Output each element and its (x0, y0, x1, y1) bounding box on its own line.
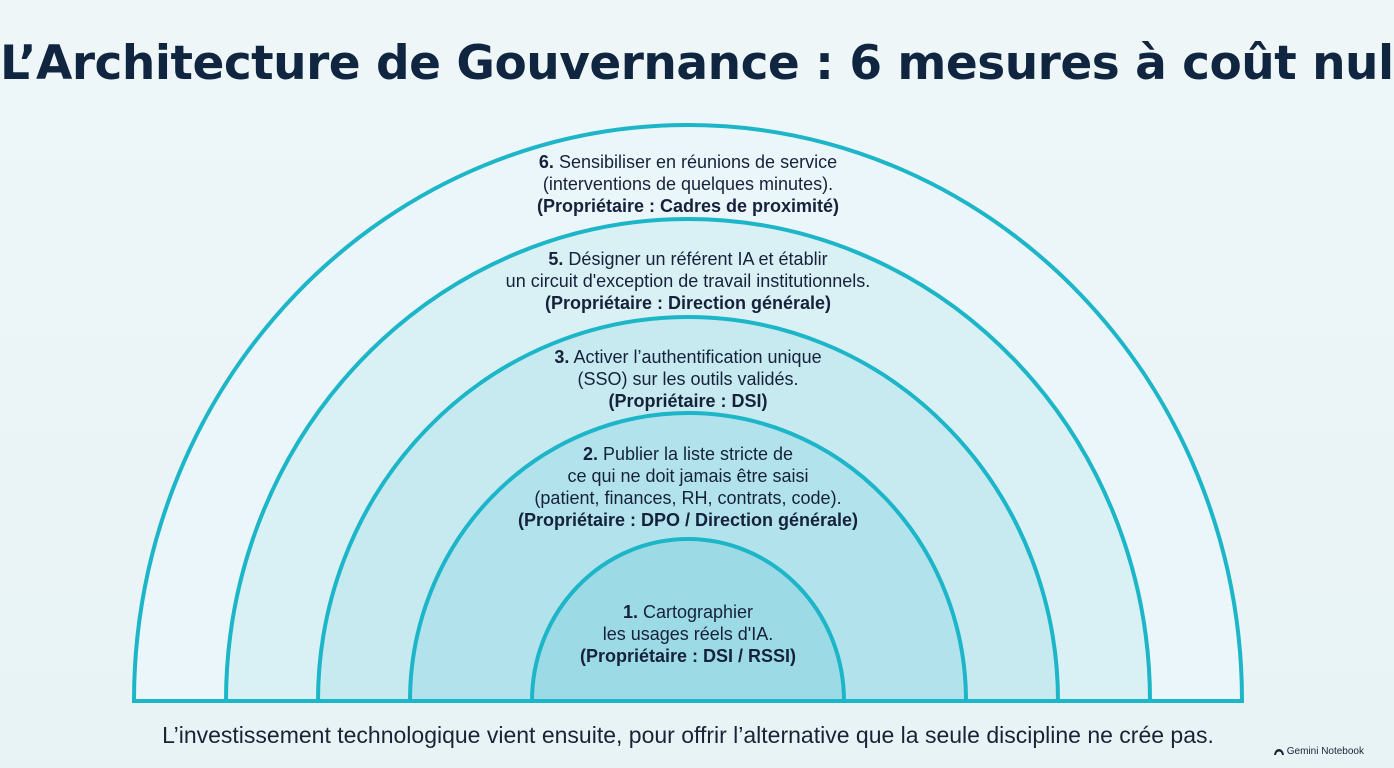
measure-2-line-3: (patient, finances, RH, contrats, code). (534, 488, 842, 508)
measure-6-owner: (Propriétaire : Cadres de proximité) (536, 196, 840, 216)
measure-5-number: 5. (548, 249, 564, 269)
measure-6-line-1: Sensibiliser en réunions de service (558, 152, 838, 172)
measure-5-line-1: Désigner un référent IA et établir (568, 249, 828, 269)
measure-3-owner: (Propriétaire : DSI) (608, 391, 768, 411)
measure-2-number: 2. (582, 444, 598, 464)
measure-2-owner: (Propriétaire : DPO / Direction générale… (517, 510, 859, 530)
measure-1: 1. Cartographier les usages réels d'IA. … (580, 601, 796, 667)
measure-1-line-2: les usages réels d'IA. (602, 624, 774, 644)
measure-5: 5. Désigner un référent IA et établir un… (506, 248, 871, 314)
measure-3-line-1: Activer l’authentification unique (573, 347, 822, 367)
measure-1-number: 1. (622, 602, 638, 622)
measure-6: 6. Sensibiliser en réunions de service (… (537, 151, 839, 217)
measure-2-line-2: ce qui ne doit jamais être saisi (567, 466, 809, 486)
page-title: L’Architecture de Gouvernance : 6 mesure… (0, 36, 1394, 91)
measure-1-line-1: Cartographier (642, 602, 754, 622)
measure-2: 2. Publier la liste stricte de ce qui ne… (518, 443, 858, 531)
measure-3: 3. Activer l’authentification unique (SS… (554, 346, 821, 412)
measure-6-number: 6. (538, 152, 554, 172)
brand-label: Gemini Notebook (1286, 746, 1364, 757)
measure-5-line-2: un circuit d'exception de travail instit… (505, 271, 871, 291)
measure-3-number: 3. (554, 347, 570, 367)
arch-layer-1 (529, 537, 847, 703)
measure-5-owner: (Propriétaire : Direction générale) (544, 293, 832, 313)
notebook-icon (1273, 749, 1284, 755)
measure-2-line-1: Publier la liste stricte de (602, 444, 794, 464)
measure-1-owner: (Propriétaire : DSI / RSSI) (579, 646, 797, 666)
brand-watermark: Gemini Notebook (1273, 746, 1364, 757)
footer-note: L’investissement technologique vient ens… (162, 722, 1214, 748)
measure-6-line-2: (interventions de quelques minutes). (542, 174, 834, 194)
measure-3-line-2: (SSO) sur les outils validés. (577, 369, 799, 389)
